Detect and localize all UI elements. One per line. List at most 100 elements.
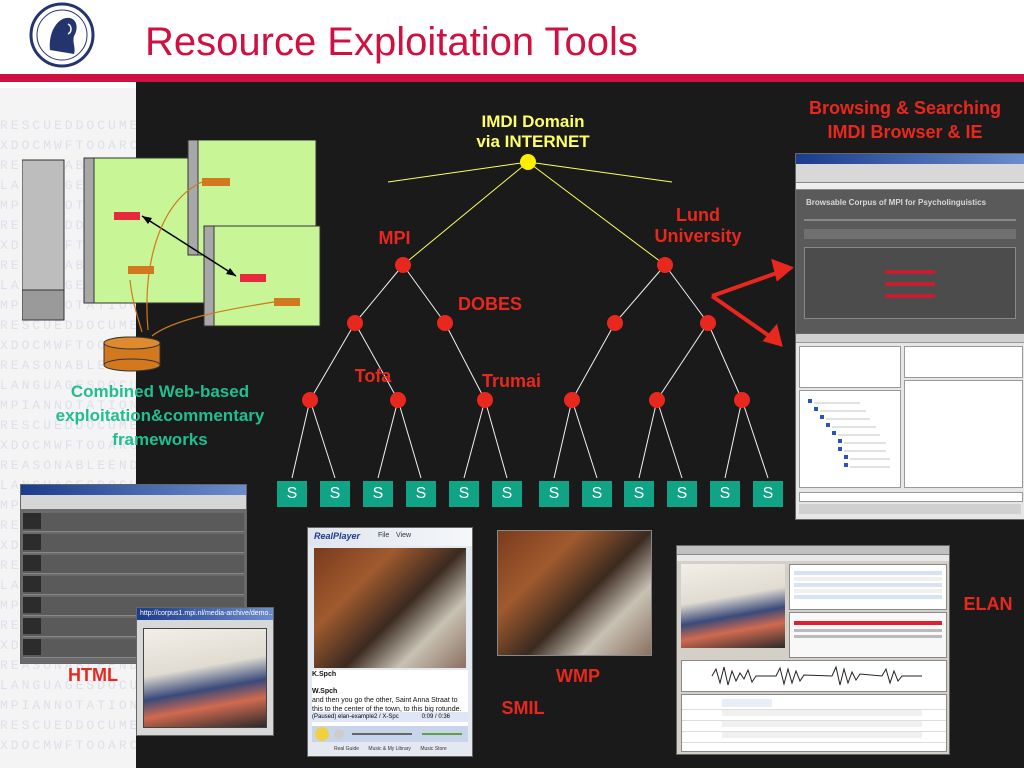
- html-row[interactable]: [23, 534, 244, 553]
- html-titlebar: [21, 485, 246, 495]
- session-leaf[interactable]: S: [582, 481, 612, 507]
- html-row[interactable]: [23, 576, 244, 595]
- elan-toolbar: [677, 555, 949, 561]
- tree-node-mpi: [395, 257, 411, 273]
- volume-slider[interactable]: [422, 733, 462, 735]
- imdi-buttons[interactable]: [799, 504, 1021, 514]
- tree-node: [734, 392, 750, 408]
- ie-link[interactable]: [885, 282, 935, 286]
- ie-divider: [804, 219, 1016, 221]
- music-store-link[interactable]: Music Store: [420, 746, 447, 752]
- realplayer-file-menu[interactable]: File: [378, 532, 390, 539]
- html-popup-title: http://corpus1.mpi.nl/media-archive/demo…: [137, 608, 273, 620]
- session-leaf[interactable]: S: [363, 481, 393, 507]
- watermark-line: XDOCMWFTOOARCMIVEDATA: [0, 138, 136, 153]
- imdi-domain-line: IMDI Domain: [481, 112, 585, 131]
- tree-node: [437, 315, 453, 331]
- watermark-line: RESCUEDDOCUMENTATIONARCHIVE: [0, 418, 136, 433]
- session-leaf[interactable]: S: [492, 481, 522, 507]
- watermark-line: LANGUAGESDOCUMENTATION: [0, 378, 136, 393]
- html-row[interactable]: [23, 513, 244, 532]
- music-library-link[interactable]: Music & My Library: [368, 746, 411, 752]
- stop-button[interactable]: [334, 729, 344, 739]
- tree-node: [564, 392, 580, 408]
- html-popup-window[interactable]: http://corpus1.mpi.nl/media-archive/demo…: [136, 607, 274, 736]
- dobes-label: DOBES: [457, 294, 522, 314]
- framework-caption: Combined Web-based exploitation&commenta…: [30, 380, 290, 452]
- realplayer-controls: [312, 726, 468, 742]
- real-guide-link[interactable]: Real Guide: [334, 746, 360, 752]
- ie-content-panel: [804, 247, 1016, 319]
- session-leaf[interactable]: S: [667, 481, 697, 507]
- speaker-label: W.Spch: [312, 688, 338, 695]
- elan-annotation-table[interactable]: [789, 564, 947, 610]
- seek-slider[interactable]: [352, 733, 412, 735]
- elan-video: [681, 564, 785, 648]
- elan-label: ELAN: [963, 594, 1013, 614]
- tree-node: [347, 315, 363, 331]
- ie-nav-links: [804, 229, 1016, 239]
- session-leaf[interactable]: S: [624, 481, 654, 507]
- watermark-line: RESCUEDDOCUMENTATIONARCHIVE: [0, 318, 136, 333]
- framework-caption-line: exploitation&commentary: [55, 406, 265, 425]
- framework-caption-line: Combined Web-based: [70, 382, 250, 401]
- html-toolbar: [21, 495, 246, 509]
- elan-screenshot[interactable]: [676, 545, 950, 755]
- html-row[interactable]: [23, 555, 244, 574]
- imdi-description-panel: [904, 346, 1023, 378]
- tofa-label: Tofa: [354, 366, 392, 386]
- tree-root-node: [520, 154, 536, 170]
- ie-browser-screenshot[interactable]: Browsable Corpus of MPI for Psycholingui…: [795, 153, 1024, 335]
- session-leaf[interactable]: S: [320, 481, 350, 507]
- wmp-video-screenshot: [497, 530, 652, 656]
- session-leaf[interactable]: S: [449, 481, 479, 507]
- realplayer-view-menu[interactable]: View: [396, 532, 412, 539]
- realplayer-footer: Real Guide Music & My Library Music Stor…: [312, 744, 468, 754]
- imdi-corpus-list[interactable]: [799, 346, 901, 388]
- trumai-label: Trumai: [481, 371, 542, 391]
- slide-header: [0, 0, 1024, 88]
- ie-address-bar: [796, 183, 1024, 190]
- imdi-browser-screenshot[interactable]: [795, 333, 1024, 520]
- ie-link[interactable]: [885, 294, 935, 298]
- smil-label: SMIL: [501, 698, 545, 718]
- watermark-line: RESCUEDDOCUMENTATIONARCHIVE: [0, 718, 136, 733]
- lund-label-line: University: [654, 226, 742, 246]
- slide-title: Resource Exploitation Tools: [145, 20, 638, 64]
- framework-caption-line: frameworks: [112, 430, 208, 449]
- lund-university-label: Lund University: [638, 205, 758, 247]
- session-leaf[interactable]: S: [406, 481, 436, 507]
- realplayer-screenshot[interactable]: RealPlayer File View K.Spch W.Spch and t…: [307, 527, 473, 757]
- watermark-line: LANGUAGESDOCUMENTATION: [0, 678, 136, 693]
- ie-heading: Browsable Corpus of MPI for Psycholingui…: [806, 198, 987, 207]
- play-button[interactable]: [315, 727, 329, 741]
- session-leaf[interactable]: S: [277, 481, 307, 507]
- watermark-line: XDOCMWFTOOARCMIVEDATA: [0, 338, 136, 353]
- imdi-menu: [796, 334, 1024, 343]
- imdi-search-field[interactable]: [799, 492, 1023, 502]
- browsing-caption: Browsing & Searching IMDI Browser & IE: [790, 96, 1020, 144]
- watermark-line: XDOCMWFTOOARCMIVEDATA: [0, 738, 136, 753]
- tree-node: [390, 392, 406, 408]
- realplayer-time: 0:09 / 0:36: [421, 714, 450, 720]
- framework-illustration: [21, 139, 322, 376]
- elan-waveform[interactable]: [681, 660, 947, 692]
- ie-toolbar: [796, 164, 1024, 183]
- realplayer-logo: RealPlayer: [314, 531, 361, 541]
- elan-tiers[interactable]: [681, 694, 947, 752]
- session-leaf[interactable]: S: [710, 481, 740, 507]
- imdi-metadata-panel: [904, 380, 1023, 488]
- realplayer-video: [314, 548, 466, 668]
- realplayer-status-bar: (Paused) elan-example2 / X-Spc 0:09 / 0:…: [312, 712, 468, 722]
- session-leaf[interactable]: S: [539, 481, 569, 507]
- mpi-label: MPI: [378, 228, 411, 248]
- session-leaf[interactable]: S: [753, 481, 783, 507]
- html-label: HTML: [68, 665, 118, 685]
- browsing-caption-line: Browsing & Searching: [808, 98, 1002, 118]
- watermark-line: RESCUEDDOCUMENTATIONARCHIVE: [0, 118, 136, 133]
- imdi-domain-line: via INTERNET: [476, 132, 590, 151]
- ie-link[interactable]: [885, 270, 935, 274]
- imdi-tree-panel[interactable]: [799, 390, 901, 488]
- elan-menu: [677, 546, 949, 555]
- minerva-logo-icon: [24, 2, 100, 68]
